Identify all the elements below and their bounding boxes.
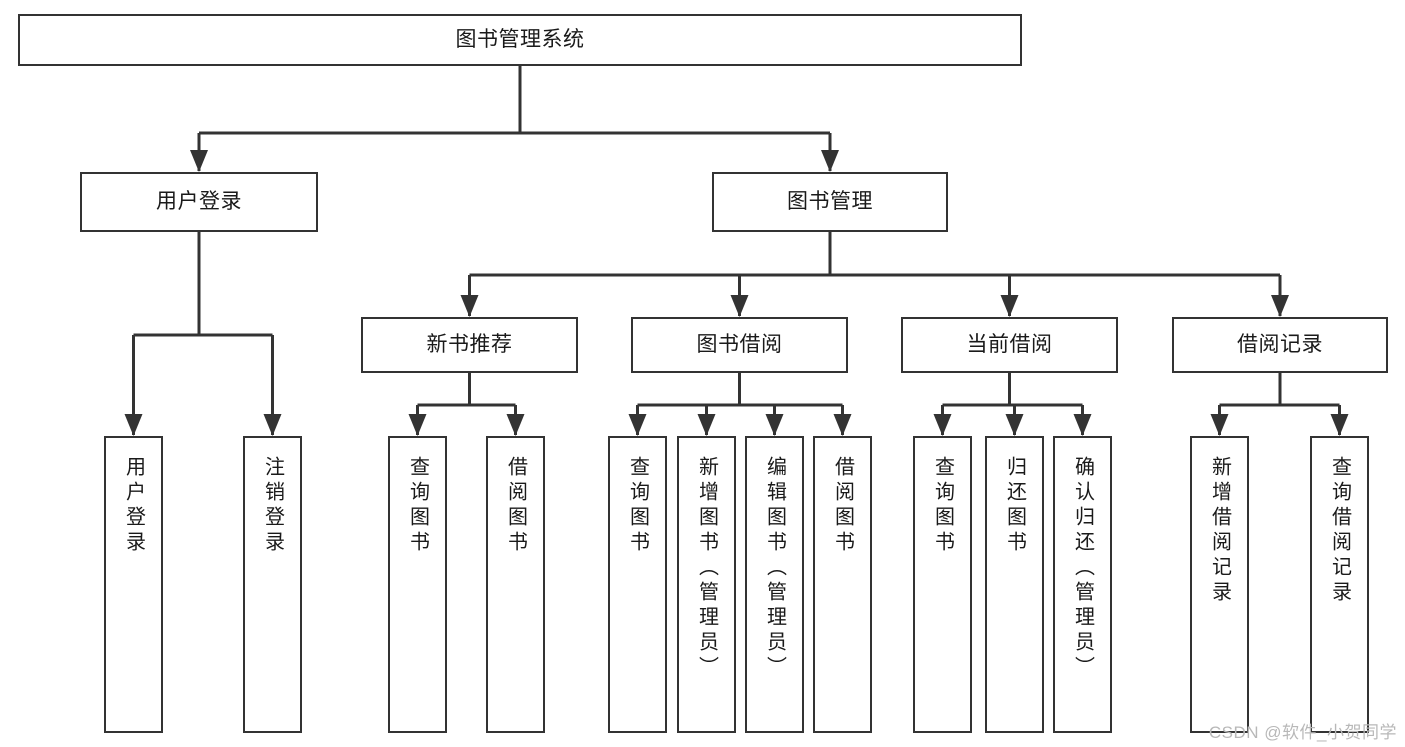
connector-arrowhead <box>1271 295 1289 317</box>
node-book-borrow[interactable]: 图书借阅 <box>631 317 848 373</box>
node-label: 查询图书 <box>406 456 429 556</box>
connector-arrowhead <box>506 414 525 436</box>
node-label: 借阅记录 <box>1237 332 1323 356</box>
connector-arrowhead <box>1000 295 1019 317</box>
connector-arrowhead <box>1210 414 1229 436</box>
connector-arrowhead <box>1330 414 1349 436</box>
node-user-login[interactable]: 用户登录 <box>80 172 318 232</box>
node-label: 新书推荐 <box>426 332 513 356</box>
connector-arrowhead <box>697 414 716 436</box>
node-root[interactable]: 图书管理系统 <box>18 14 1022 66</box>
node-label: 查询图书 <box>626 456 649 556</box>
connector-arrowhead <box>1005 414 1024 436</box>
node-label: 归还图书 <box>1003 456 1026 556</box>
connector-arrowhead <box>933 414 952 436</box>
node-borrow-record[interactable]: 借阅记录 <box>1172 317 1388 373</box>
node-leaf-add-book[interactable]: 新增图书（管理员） <box>677 436 736 733</box>
node-leaf-query-book-2[interactable]: 查询图书 <box>608 436 667 733</box>
node-label: 查询图书 <box>931 456 954 556</box>
connector-arrowhead <box>1073 414 1092 436</box>
node-book-manage[interactable]: 图书管理 <box>712 172 948 232</box>
connector-arrowhead <box>628 414 647 436</box>
connector-arrowhead <box>124 414 143 436</box>
node-label: 新增图书（管理员） <box>695 456 718 681</box>
node-label: 确认归还（管理员） <box>1071 456 1094 681</box>
node-current-borrow[interactable]: 当前借阅 <box>901 317 1118 373</box>
node-label: 当前借阅 <box>966 332 1053 356</box>
node-leaf-borrow-book-2[interactable]: 借阅图书 <box>813 436 872 733</box>
node-new-book-rec[interactable]: 新书推荐 <box>361 317 578 373</box>
node-leaf-edit-book[interactable]: 编辑图书（管理员） <box>745 436 804 733</box>
node-leaf-borrow-book-1[interactable]: 借阅图书 <box>486 436 545 733</box>
node-label: 新增借阅记录 <box>1208 456 1231 606</box>
connector-arrowhead <box>833 414 852 436</box>
node-label: 注销登录 <box>261 456 284 556</box>
connector-arrowhead <box>821 150 839 172</box>
node-leaf-query-book-3[interactable]: 查询图书 <box>913 436 972 733</box>
node-label: 图书管理 <box>787 189 873 213</box>
node-label: 借阅图书 <box>504 456 527 556</box>
node-label: 用户登录 <box>156 189 242 213</box>
connector-arrowhead <box>190 150 208 172</box>
node-leaf-confirm-ret[interactable]: 确认归还（管理员） <box>1053 436 1112 733</box>
node-leaf-logout[interactable]: 注销登录 <box>243 436 302 733</box>
connector-arrowhead <box>408 414 427 436</box>
watermark-label: CSDN @软件_小贺同学 <box>1208 723 1397 742</box>
node-label: 用户登录 <box>122 456 145 556</box>
node-label: 图书管理系统 <box>455 27 585 51</box>
node-label: 借阅图书 <box>831 456 854 556</box>
node-leaf-user-login[interactable]: 用户登录 <box>104 436 163 733</box>
node-label: 编辑图书（管理员） <box>763 456 786 681</box>
node-label: 查询借阅记录 <box>1328 456 1351 606</box>
node-leaf-query-record[interactable]: 查询借阅记录 <box>1310 436 1369 733</box>
node-leaf-add-record[interactable]: 新增借阅记录 <box>1190 436 1249 733</box>
connector-arrowhead <box>460 295 479 317</box>
connector-arrowhead <box>765 414 784 436</box>
node-leaf-query-book-1[interactable]: 查询图书 <box>388 436 447 733</box>
node-label: 图书借阅 <box>696 332 783 356</box>
node-leaf-return-book[interactable]: 归还图书 <box>985 436 1044 733</box>
connector-arrowhead <box>730 295 749 317</box>
connector-arrowhead <box>263 414 282 436</box>
